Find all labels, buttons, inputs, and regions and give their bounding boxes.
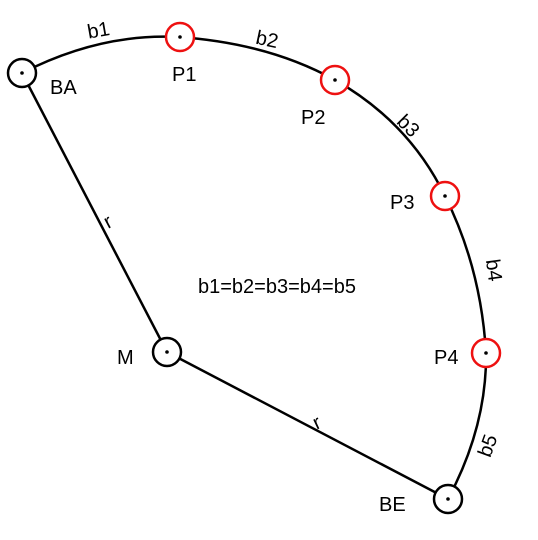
point-label-p2: P2: [301, 107, 325, 129]
point-label-p3: P3: [390, 192, 414, 214]
arc-label-b3: b3: [392, 111, 423, 142]
arc-curve: [21, 35, 488, 500]
point-label-p1: P1: [172, 64, 196, 86]
arc-label-b5: b5: [474, 432, 502, 460]
point-p2-marker: [319, 64, 351, 96]
point-m-marker: [151, 336, 183, 368]
point-p4-marker: [470, 337, 502, 369]
point-be-marker: [432, 483, 464, 515]
point-ba-marker: [6, 57, 38, 89]
point-p3-marker: [429, 180, 461, 212]
radius-line-ba: [20, 72, 169, 353]
radius-label-lower: r: [309, 412, 325, 435]
radius-line-be: [166, 350, 449, 501]
arc-label-b4: b4: [481, 258, 506, 283]
point-label-ba: BA: [50, 77, 77, 99]
equation-text: b1=b2=b3=b4=b5: [198, 276, 356, 298]
arc-label-b2: b2: [254, 27, 280, 53]
point-label-m: M: [117, 347, 134, 369]
point-p1-marker: [164, 21, 196, 53]
point-label-p4: P4: [434, 347, 458, 369]
arc-label-b1: b1: [86, 18, 112, 44]
point-label-be: BE: [379, 494, 406, 516]
